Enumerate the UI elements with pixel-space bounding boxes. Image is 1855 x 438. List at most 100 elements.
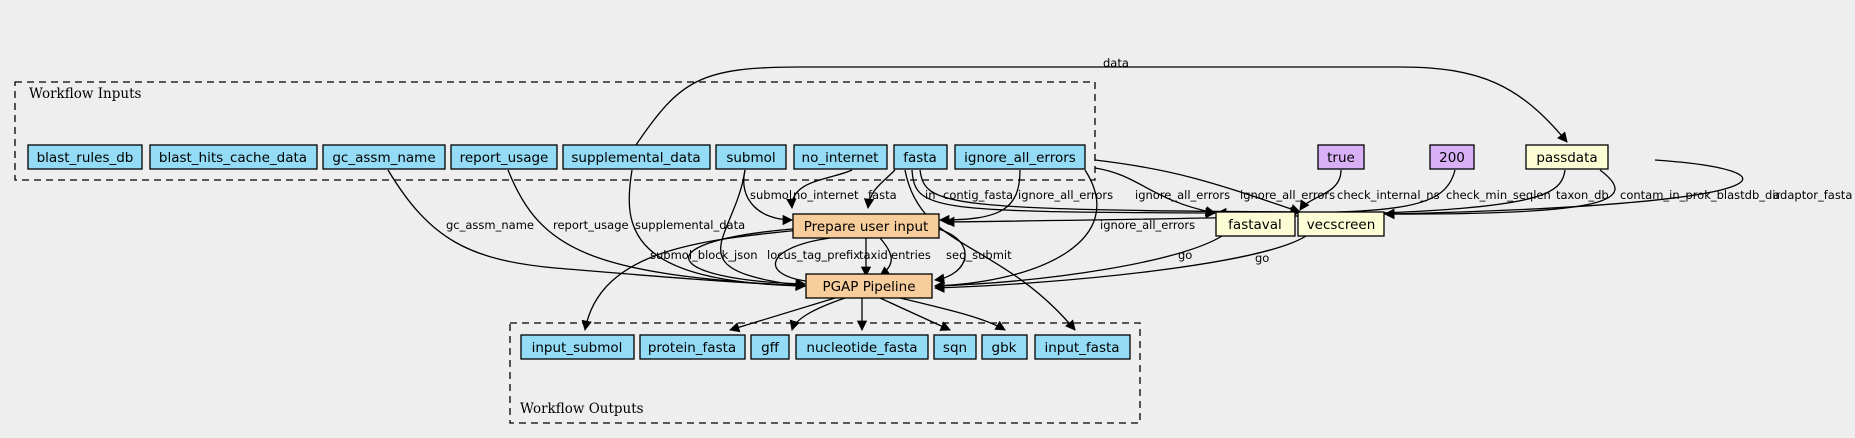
node-gc-assm-name-label: gc_assm_name	[332, 150, 435, 166]
node-input-submol[interactable]: input_submol	[520, 334, 635, 360]
node-report-usage[interactable]: report_usage	[450, 144, 558, 170]
node-blast-hits-cache-data[interactable]: blast_hits_cache_data	[149, 144, 318, 170]
edge-fastaval-to-pgap	[933, 235, 1223, 291]
edge-prepare-entries	[879, 237, 892, 277]
node-fastaval-label: fastaval	[1228, 217, 1282, 233]
edge-label-fasta: fasta	[868, 188, 897, 202]
node-report-usage-label: report_usage	[460, 150, 549, 166]
edge-label-contam: contam_in_prok_blastdb_dir	[1620, 188, 1780, 202]
edge-label-adaptor-fasta: adaptor_fasta	[1773, 188, 1852, 202]
node-passdata-label: passdata	[1536, 150, 1597, 166]
edge-label-entries: entries	[891, 248, 931, 262]
node-fasta[interactable]: fasta	[893, 144, 948, 170]
edge-pgap-to-gbk	[899, 297, 1006, 331]
node-blast-rules-db-label: blast_rules_db	[37, 150, 134, 166]
edge-report-usage-to-pgap	[507, 169, 807, 291]
edge-label-check-internal-ns: check_internal_ns	[1337, 188, 1440, 202]
node-gff-label: gff	[761, 340, 780, 356]
edge-label-gc-assm-name: gc_assm_name	[446, 218, 534, 232]
workflow-inputs-label: Workflow Inputs	[29, 86, 141, 102]
edge-prepare-to-input-submol	[581, 229, 801, 332]
edge-label-supplemental-data: supplemental_data	[635, 218, 745, 232]
node-prepare-user-input-label: Prepare user input	[804, 219, 929, 235]
node-sqn[interactable]: sqn	[933, 334, 977, 360]
workflow-inputs-cluster: Workflow Inputs	[14, 81, 1096, 181]
node-true[interactable]: true	[1317, 144, 1365, 170]
edge-supplemental-to-pgap	[628, 169, 807, 291]
node-pgap-pipeline-label: PGAP Pipeline	[822, 279, 915, 295]
edge-label-taxon-db: taxon_db	[1556, 188, 1609, 202]
node-gbk[interactable]: gbk	[981, 334, 1028, 360]
edge-prepare-submol-block	[688, 227, 807, 289]
node-nucleotide-fasta-label: nucleotide_fasta	[806, 340, 917, 356]
edge-label-in: in	[925, 188, 935, 202]
edge-label-ignore-3: ignore_all_errors	[1240, 188, 1335, 202]
edge-fasta-to-fastaval	[911, 169, 1217, 219]
edge-supplemental-to-passdata	[635, 66, 1568, 146]
node-supplemental-data[interactable]: supplemental_data	[562, 144, 711, 170]
node-true-label: true	[1327, 150, 1355, 166]
node-fasta-label: fasta	[903, 150, 937, 166]
edge-label-submol-block-json: submol_block_json	[650, 248, 758, 262]
node-no-internet-label: no_internet	[802, 150, 879, 166]
edge-ignore-to-pgap	[933, 169, 1098, 291]
edge-label-taxid: taxid	[859, 248, 888, 262]
node-submol[interactable]: submol	[715, 144, 787, 170]
edge-label-no-internet: no_internet	[793, 188, 859, 202]
edge-label-ignore-1: ignore_all_errors	[1018, 188, 1113, 202]
node-submol-label: submol	[726, 150, 775, 166]
node-protein-fasta-label: protein_fasta	[648, 340, 736, 356]
node-gff[interactable]: gff	[750, 334, 790, 360]
node-input-fasta[interactable]: input_fasta	[1034, 334, 1131, 360]
node-vecscreen[interactable]: vecscreen	[1297, 211, 1385, 237]
node-blast-hits-cache-data-label: blast_hits_cache_data	[159, 150, 307, 166]
edge-ignore-to-prepare	[938, 169, 1021, 226]
node-pgap-pipeline[interactable]: PGAP Pipeline	[805, 273, 933, 299]
edge-fasta-to-input-fasta	[904, 169, 1076, 331]
edge-label-go-1: go	[1178, 248, 1192, 262]
node-protein-fasta[interactable]: protein_fasta	[639, 334, 746, 360]
node-no-internet[interactable]: no_internet	[793, 144, 888, 170]
node-gbk-label: gbk	[992, 340, 1017, 356]
edge-fasta-to-prepare	[863, 169, 896, 210]
edge-labels: data submol no_internet fasta in contig_…	[446, 56, 1852, 265]
edge-passdata-to-prepare	[943, 169, 1566, 228]
edge-label-go-2: go	[1255, 251, 1269, 265]
edge-gc-assm-name-to-pgap	[387, 169, 807, 291]
node-ignore-all-errors-label: ignore_all_errors	[964, 150, 1076, 166]
edge-fasta-to-vecscreen	[919, 169, 1302, 218]
edge-passdata-adaptor	[1383, 159, 1744, 219]
node-sqn-label: sqn	[943, 340, 967, 356]
node-200-label: 200	[1439, 150, 1465, 166]
workflow-outputs-cluster: Workflow Outputs	[509, 322, 1141, 424]
edge-prepare-locus-tag	[774, 237, 831, 287]
edge-label-data: data	[1103, 56, 1129, 70]
workflow-outputs-label: Workflow Outputs	[520, 401, 644, 417]
edge-true-to-vecscreen	[1299, 169, 1342, 211]
node-input-submol-label: input_submol	[532, 340, 623, 356]
node-200[interactable]: 200	[1429, 144, 1475, 170]
edge-label-check-min-seqlen: check_min_seqlen	[1446, 188, 1551, 202]
node-passdata[interactable]: passdata	[1525, 144, 1609, 170]
node-input-fasta-label: input_fasta	[1044, 340, 1119, 356]
node-nucleotide-fasta[interactable]: nucleotide_fasta	[795, 334, 929, 360]
edge-no-internet-to-prepare	[786, 169, 853, 210]
edge-prepare-seq-submit	[933, 227, 966, 284]
edge-pgap-to-protein-fasta	[729, 297, 836, 333]
edge-label-submol: submol	[750, 188, 792, 202]
edge-label-seq-submit: seq_submit	[946, 248, 1012, 262]
edge-label-locus-tag-prefix: locus_tag_prefix	[767, 248, 860, 262]
node-blast-rules-db[interactable]: blast_rules_db	[27, 144, 143, 170]
node-gc-assm-name[interactable]: gc_assm_name	[322, 144, 446, 170]
node-prepare-user-input[interactable]: Prepare user input	[792, 213, 940, 239]
edge-ignore-to-vecscreen	[1094, 159, 1301, 214]
node-ignore-all-errors[interactable]: ignore_all_errors	[954, 144, 1086, 170]
edge-ignore-to-fastaval	[1094, 167, 1217, 217]
edges	[387, 66, 1744, 333]
node-vecscreen-label: vecscreen	[1307, 217, 1376, 233]
node-fastaval[interactable]: fastaval	[1215, 211, 1296, 237]
edge-passdata-to-vecscreen	[1383, 169, 1616, 220]
edge-label-report-usage: report_usage	[553, 218, 629, 232]
edge-pgap-to-gff	[789, 297, 846, 331]
